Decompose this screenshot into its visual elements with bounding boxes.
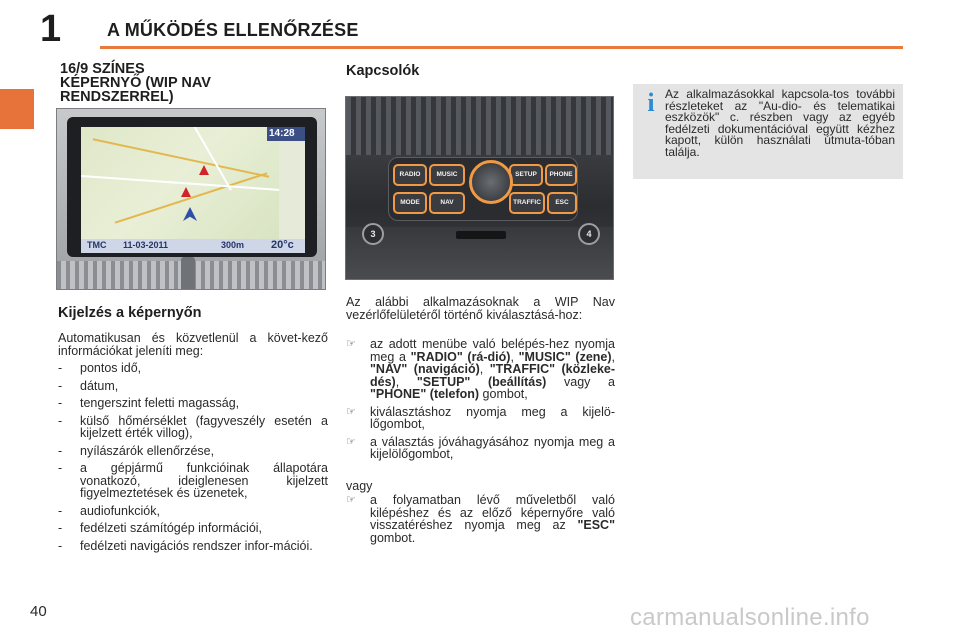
- section-title-line-1: 16/9 SZÍNES: [60, 61, 145, 77]
- chapter-side-tab: [0, 89, 34, 129]
- display-intro: Automatikusan és közvetlenül a követ-kez…: [58, 331, 328, 358]
- esc-button: ESC: [547, 192, 577, 214]
- phone-button: PHONE: [545, 164, 577, 186]
- list-item: fedélzeti navigációs rendszer infor-máci…: [58, 539, 328, 553]
- or-label: vagy: [346, 479, 373, 493]
- selector-dial: [469, 160, 513, 204]
- switches-intro: Az alábbi alkalmazásoknak a WIP Nav vezé…: [346, 295, 615, 322]
- display-items-list: pontos idő, dátum, tengerszint feletti m…: [58, 362, 328, 557]
- traffic-button: TRAFFIC: [509, 192, 545, 214]
- switches-title: Kapcsolók: [346, 63, 420, 79]
- list-item: dátum,: [58, 379, 328, 393]
- nav-button: NAV: [429, 192, 465, 214]
- screen-bezel: 14:28 TMC 11-03-2011 300m 20°c: [67, 117, 317, 257]
- section-title-line-3: RENDSZERREL): [60, 89, 174, 105]
- pointing-hand-icon: ☞: [346, 405, 356, 418]
- console-photo: RADIO MUSIC SETUP PHONE MODE NAV TRAFFIC…: [345, 96, 614, 280]
- cd-slot: [456, 231, 506, 239]
- chapter-number: 1: [40, 8, 62, 50]
- vent-knob: [181, 257, 195, 289]
- pointing-hand-icon: ☞: [346, 494, 356, 506]
- switches-exit-list: ☞ a folyamatban lévő műveletből való kil…: [346, 494, 615, 544]
- tmc-label: TMC: [87, 240, 107, 250]
- display-subtitle: Kijelzés a képernyőn: [58, 305, 202, 321]
- switches-steps-list: ☞ az adott menübe való belépés-hez nyomj…: [346, 338, 615, 466]
- chapter-title: A MŰKÖDÉS ELLENŐRZÉSE: [107, 20, 359, 40]
- info-text: Az alkalmazásokkal kapcsola-tos további …: [665, 87, 895, 159]
- list-item: tengerszint feletti magasság,: [58, 397, 328, 410]
- list-item: ☞ az adott menübe való belépés-hez nyomj…: [346, 337, 616, 401]
- console-grille: [346, 97, 613, 155]
- mode-button: MODE: [393, 192, 427, 214]
- pointing-hand-icon: ☞: [346, 338, 356, 350]
- section-title-line-2: KÉPERNYŐ (WIP NAV: [60, 75, 211, 91]
- list-item: nyílászárók ellenőrzése,: [58, 444, 328, 458]
- list-item: külső hőmérséklet (fagyveszély esetén a …: [58, 414, 328, 440]
- info-box: i Az alkalmazásokkal kapcsola-tos tovább…: [633, 84, 903, 179]
- clock-text: 14:28: [269, 128, 295, 139]
- setup-button: SETUP: [509, 164, 543, 186]
- status-bar: TMC 11-03-2011 300m 20°c: [81, 239, 305, 253]
- list-item: audiofunkciók,: [58, 504, 328, 518]
- header-divider: [100, 46, 903, 49]
- list-item: pontos idő,: [58, 362, 328, 375]
- screen-photo: 14:28 TMC 11-03-2011 300m 20°c: [56, 108, 326, 290]
- music-button: MUSIC: [429, 164, 465, 186]
- distance-label: 300m: [221, 240, 245, 250]
- list-item: ☞ a választás jóváhagyásához nyomja meg …: [346, 434, 615, 461]
- knob-right: 4: [578, 223, 600, 245]
- map-pin-icon: [199, 165, 209, 175]
- knob-left: 3: [362, 223, 384, 245]
- watermark: carmanualsonline.info: [630, 604, 870, 631]
- list-item: a gépjármű funkcióinak állapotára vonatk…: [58, 462, 328, 500]
- page-number: 40: [30, 603, 47, 620]
- temperature-label: 20°c: [271, 239, 294, 251]
- list-item: ☞ kiválasztáshoz nyomja meg a kijelö-lőg…: [346, 404, 615, 431]
- map-sidebar: [279, 127, 305, 239]
- list-item: ☞ a folyamatban lévő műveletből való kil…: [346, 493, 615, 545]
- map-pin-icon: [181, 187, 191, 197]
- list-item: fedélzeti számítógép információi,: [58, 522, 328, 535]
- radio-button: RADIO: [393, 164, 427, 186]
- clock-display: 14:28: [267, 127, 305, 141]
- navigation-map: [81, 127, 293, 239]
- control-panel: RADIO MUSIC SETUP PHONE MODE NAV TRAFFIC…: [388, 157, 578, 221]
- position-arrow-icon: [183, 207, 197, 221]
- section-title: 16/9 SZÍNES KÉPERNYŐ (WIP NAV RENDSZERRE…: [60, 61, 260, 105]
- pointing-hand-icon: ☞: [346, 435, 356, 448]
- date-label: 11-03-2011: [123, 240, 169, 250]
- info-icon: i: [647, 88, 655, 117]
